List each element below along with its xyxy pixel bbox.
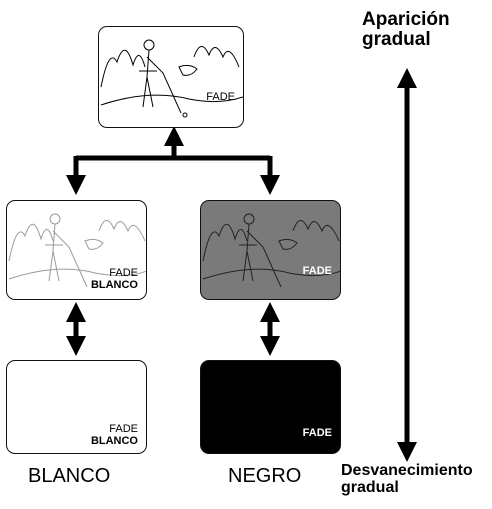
top-fade-frame: FADE <box>98 26 244 128</box>
left-mid-blanco-label: BLANCO <box>90 279 138 291</box>
left-bottom-blanco-label: BLANCO <box>90 435 138 447</box>
side-bottom-label: Desvanecimiento gradual <box>341 462 473 497</box>
right-bottom-fade-label: FADE <box>302 427 332 439</box>
side-bottom-line2: gradual <box>341 478 399 496</box>
side-top-line2: gradual <box>362 28 431 50</box>
right-mid-frame: FADE <box>200 200 341 300</box>
side-top-line1: Aparición <box>362 9 450 30</box>
right-mid-fade-label: FADE <box>302 265 332 277</box>
side-top-label: Aparición gradual <box>362 10 450 50</box>
caption-blanco: BLANCO <box>28 465 111 487</box>
golfer-scene-faded-icon <box>8 213 146 288</box>
golfer-scene-icon <box>100 39 243 118</box>
left-mid-fade-label: FADE <box>109 267 138 279</box>
left-mid-frame: FADE BLANCO <box>6 200 147 300</box>
side-bottom-line1: Desvanecimiento <box>341 462 473 479</box>
left-bottom-frame: FADE BLANCO <box>6 360 147 454</box>
caption-negro: NEGRO <box>228 465 302 487</box>
left-bottom-fade-label: FADE <box>109 423 138 435</box>
golfer-scene-dark-icon <box>202 213 340 288</box>
top-fade-label: FADE <box>206 91 235 103</box>
right-bottom-frame: FADE <box>200 360 341 454</box>
